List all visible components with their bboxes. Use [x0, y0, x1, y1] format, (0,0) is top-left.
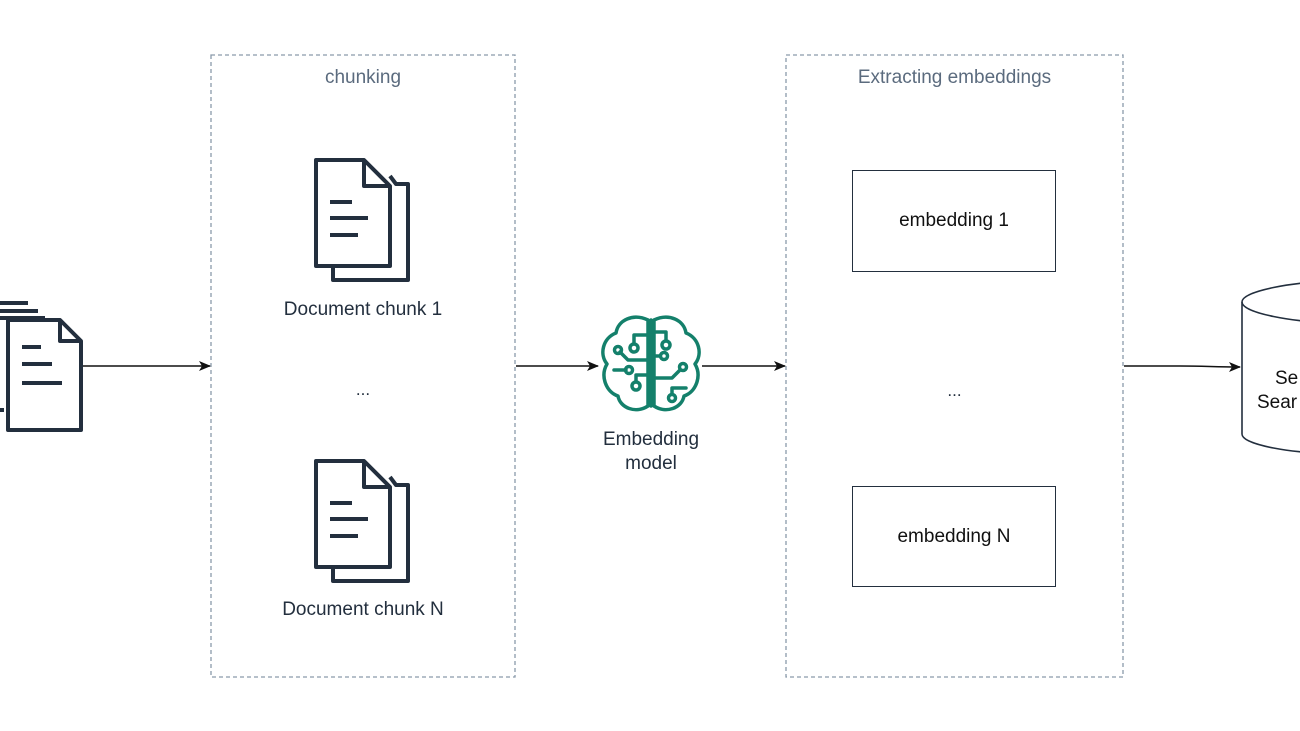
embedding-n-label: embedding N [897, 525, 1011, 547]
database-label-line1: Se [1275, 368, 1299, 389]
document-chunk-n-label: Document chunk N [282, 599, 444, 620]
documents-stack-icon [0, 301, 83, 432]
chunking-group-label: chunking [324, 67, 402, 88]
embedding-n-box: embedding N [852, 486, 1056, 587]
chunks-ellipsis: ... [355, 380, 371, 399]
brain-circuit-icon [601, 315, 701, 412]
extracting-group-border [785, 54, 1124, 678]
extracting-group-label: Extracting embeddings [857, 67, 1052, 88]
document-chunk-1-label: Document chunk 1 [283, 299, 443, 320]
arrow-extracting-to-database [1124, 361, 1241, 372]
embedding-model-label-line1: Embedding [602, 429, 700, 450]
embedding-1-box: embedding 1 [852, 170, 1056, 272]
document-icon-chunk-n [314, 459, 410, 583]
chunking-group-border [210, 54, 516, 678]
embedding-1-label: embedding 1 [899, 210, 1009, 231]
embedding-model-label-line2: model [625, 453, 677, 474]
document-icon-chunk-1 [314, 158, 410, 282]
database-cylinder-icon [1241, 282, 1300, 453]
embeddings-ellipsis: ... [947, 381, 962, 400]
database-label-line2: Sear [1257, 392, 1298, 413]
